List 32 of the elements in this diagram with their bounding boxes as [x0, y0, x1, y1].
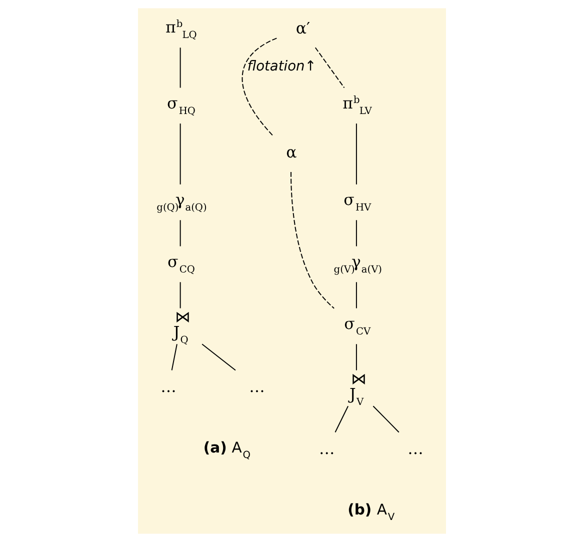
- label: (a) A$_{Q}$: [203, 440, 251, 462]
- node-text: $_{g(V)}$γ$_{a(V)}$: [334, 252, 382, 276]
- node-text: $_{g(Q)}$γ$_{a(Q)}$: [156, 190, 207, 214]
- connector: [180, 220, 181, 247]
- connector: [356, 344, 357, 371]
- node-text: α′: [296, 18, 310, 38]
- node-text: α: [286, 142, 297, 162]
- connector: [171, 344, 178, 371]
- node-text: ⋈ J$_{Q}$: [173, 306, 191, 346]
- node-text: …: [408, 438, 424, 458]
- connector: [314, 47, 345, 88]
- connector: [180, 47, 181, 88]
- node-text: …: [160, 376, 176, 396]
- node-text: …: [249, 376, 265, 396]
- node-text: ⋈ J$_{V}$: [350, 368, 368, 408]
- edge-label: flotation↑: [247, 58, 316, 74]
- connector: [356, 282, 357, 309]
- connector: [180, 282, 181, 309]
- node-text: σ$_{HQ}$: [167, 93, 196, 117]
- node-text: σ$_{CV}$: [344, 314, 371, 338]
- node-text: σ$_{HV}$: [344, 190, 372, 214]
- connector: [202, 344, 236, 371]
- connector: [372, 406, 400, 433]
- connector: [334, 406, 349, 433]
- connector: [290, 171, 335, 309]
- connector: [356, 123, 357, 185]
- node-text: …: [319, 438, 335, 458]
- connector: [180, 123, 181, 185]
- node-text: σ$_{CQ}$: [168, 252, 195, 276]
- connector: [242, 38, 278, 137]
- connector: [356, 220, 357, 247]
- label: (b) A$_{V}$: [348, 502, 395, 524]
